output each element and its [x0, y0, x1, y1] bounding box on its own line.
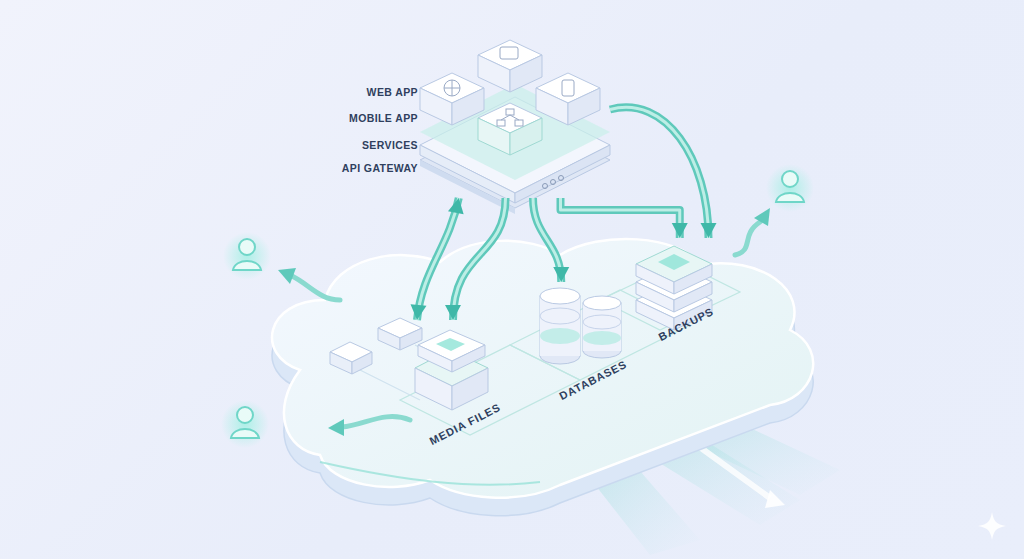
- layer-label: MOBILE APP: [349, 112, 418, 124]
- arrow-highlight: [453, 198, 506, 320]
- arrow-head: [448, 198, 464, 214]
- storage-label: DATABASES: [557, 358, 628, 402]
- flow-arrow: [561, 198, 688, 238]
- cloud-platform: [272, 239, 813, 516]
- flow-arrow: [610, 107, 717, 238]
- storage-node: DATABASES: [530, 282, 655, 404]
- arrow-head: [701, 223, 717, 238]
- arrow-head: [672, 223, 688, 238]
- layer-label: API GATEWAY: [342, 162, 418, 174]
- storage-label: MEDIA FILES: [427, 401, 502, 447]
- sparkle-mark: [978, 512, 1006, 540]
- arrow-highlight: [417, 198, 459, 320]
- arrow-highlight: [610, 107, 709, 238]
- arrow-line: [417, 198, 459, 320]
- arrow-head: [553, 267, 569, 282]
- storage-label: BACKUPS: [656, 305, 715, 343]
- flow-arrow: [411, 198, 464, 320]
- arrow-line: [453, 198, 506, 320]
- arrow-line: [610, 107, 709, 238]
- user-flow-arrows: [292, 222, 760, 427]
- user-flow-heads: [278, 208, 770, 436]
- app-stack-node: WEB APP MOBILE APP SERVICES API GATEWAY: [335, 80, 610, 198]
- arrow-head: [411, 304, 427, 320]
- small-blocks: [330, 318, 422, 374]
- storage-node: MEDIA FILES: [405, 320, 525, 448]
- database-cylinders: [540, 288, 621, 364]
- arrow-highlight: [561, 198, 680, 238]
- layer-label: SERVICES: [362, 139, 418, 151]
- storage-node: BACKUPS: [628, 238, 743, 348]
- arrow-line: [561, 198, 680, 238]
- layer-label: WEB APP: [367, 86, 418, 98]
- media-server: [415, 330, 488, 410]
- user-icons: [221, 164, 814, 448]
- app-stack: [420, 40, 610, 214]
- arrow-head: [445, 305, 461, 320]
